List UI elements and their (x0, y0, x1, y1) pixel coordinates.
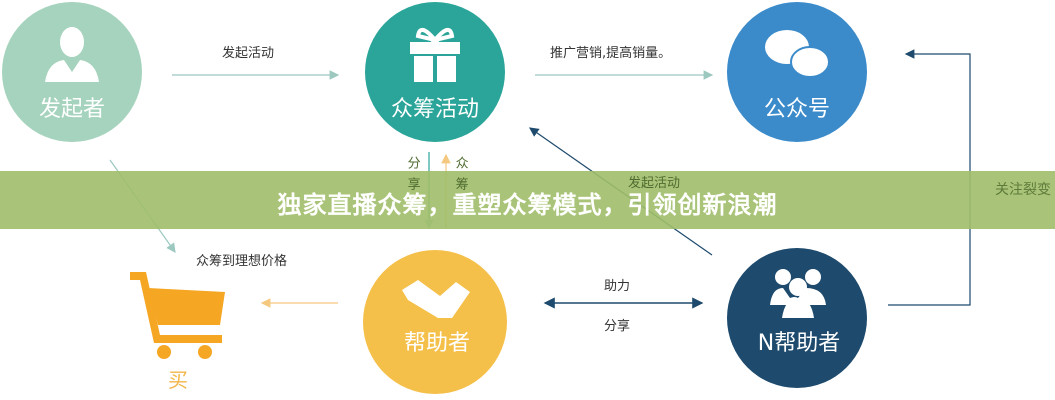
edge-label-promote: 推广营销,提高销量。 (550, 45, 671, 61)
edge-label-share: 分享 (604, 318, 630, 334)
svg-text:N帮助者: N帮助者 (758, 331, 840, 356)
edge-label-launch: 发起活动 (222, 45, 274, 61)
banner-title: 独家直播众筹，重塑众筹模式，引领创新浪潮 (277, 191, 778, 219)
headline-banner: 独家直播众筹，重塑众筹模式，引领创新浪潮 关注裂变 (0, 171, 1055, 229)
node-official-account: 公众号 (727, 2, 867, 142)
group-icon (770, 269, 826, 318)
node-n-helpers: N帮助者 (727, 248, 867, 388)
svg-text:众筹活动: 众筹活动 (391, 97, 479, 122)
edge-label-assist: 助力 (604, 279, 630, 294)
svg-text:帮助者: 帮助者 (404, 331, 470, 356)
node-buy: 买 (130, 272, 225, 392)
node-initiator: 发起者 (2, 2, 142, 142)
gift-icon (410, 28, 460, 82)
edge-label-follow: 关注裂变 (995, 182, 1051, 198)
person-icon (45, 27, 99, 82)
wechat-icon (765, 30, 830, 78)
node-helper: 帮助者 (363, 250, 507, 394)
edge-label-crowd-v: 众筹 (452, 156, 468, 198)
edge-label-share-v: 分享 (404, 156, 420, 198)
cart-icon (130, 272, 225, 359)
handshake-icon (402, 280, 470, 318)
svg-text:发起者: 发起者 (39, 97, 105, 122)
svg-text:买: 买 (168, 368, 188, 392)
edge-label-launch2: 发起活动 (628, 176, 681, 191)
node-crowdfunding: 众筹活动 (365, 2, 505, 142)
edge-label-ideal-price: 众筹到理想价格 (196, 253, 287, 269)
svg-text:公众号: 公众号 (764, 97, 830, 122)
